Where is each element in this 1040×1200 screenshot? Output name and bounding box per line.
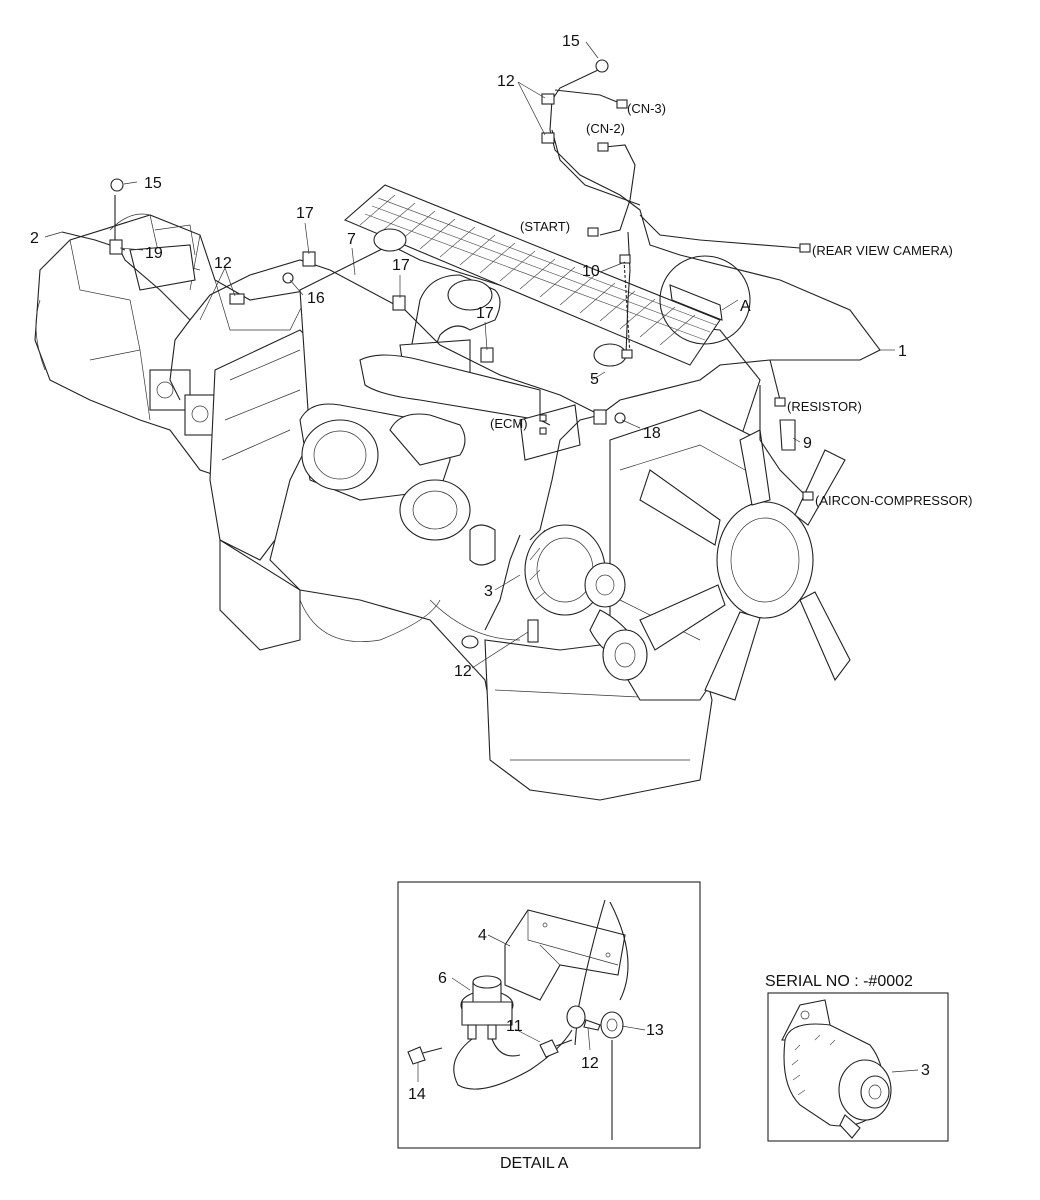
detail-a-callout-11: 11 [506, 1018, 523, 1035]
detail-a-callout-6: 6 [438, 970, 447, 987]
wiring-harness [61, 59, 881, 643]
callout-numbers: 15 12 15 2 19 12 17 7 17 16 17 10 A 1 5 … [30, 33, 907, 680]
connector-label-start: (START) [520, 219, 570, 234]
callout-9: 9 [803, 435, 812, 452]
callout-17-c: 17 [476, 305, 494, 322]
callout-16: 16 [307, 290, 325, 307]
callout-18: 18 [643, 425, 661, 442]
detail-a-caption: DETAIL A [500, 1155, 569, 1172]
callout-12-top: 12 [497, 73, 515, 90]
detail-a-panel: 4 6 11 12 13 14 [397, 881, 701, 1149]
callout-15-left: 15 [144, 175, 162, 192]
callout-19: 19 [145, 245, 163, 262]
connector-label-ecm: (ECM) [490, 416, 528, 431]
serial-box-title: SERIAL NO : -#0002 [765, 973, 913, 990]
detail-a-callout-14: 14 [408, 1086, 426, 1103]
callout-12-left: 12 [214, 255, 232, 272]
serial-box-panel: 3 [767, 992, 949, 1142]
callout-A: A [740, 298, 751, 315]
connector-label-rear-view-camera: (REAR VIEW CAMERA) [812, 243, 953, 258]
callout-5: 5 [590, 371, 599, 388]
detail-a-callout-4: 4 [478, 927, 487, 944]
callout-17-b: 17 [392, 257, 410, 274]
connector-label-cn2: (CN-2) [586, 121, 625, 136]
engine-illustration [34, 184, 851, 801]
callout-7: 7 [347, 231, 356, 248]
fan-assembly [639, 429, 851, 701]
detail-a-callout-12: 12 [581, 1055, 599, 1072]
alternator-on-engine [524, 524, 648, 681]
callout-10: 10 [582, 263, 600, 280]
leader-lines [44, 41, 895, 669]
callout-3: 3 [484, 583, 493, 600]
connector-labels: (CN-3) (CN-2) (START) (REAR VIEW CAMERA)… [490, 101, 972, 508]
callout-17-a: 17 [296, 205, 314, 222]
detail-a-callout-13: 13 [646, 1022, 664, 1039]
serial-box-callout-3: 3 [921, 1062, 930, 1079]
callout-15-top: 15 [562, 33, 580, 50]
connector-label-aircon-compressor: (AIRCON-COMPRESSOR) [815, 493, 972, 508]
callout-12-bottom: 12 [454, 663, 472, 680]
connector-label-cn3: (CN-3) [627, 101, 666, 116]
connector-label-resistor: (RESISTOR) [787, 399, 862, 414]
callout-2: 2 [30, 230, 39, 247]
callout-1: 1 [898, 343, 907, 360]
